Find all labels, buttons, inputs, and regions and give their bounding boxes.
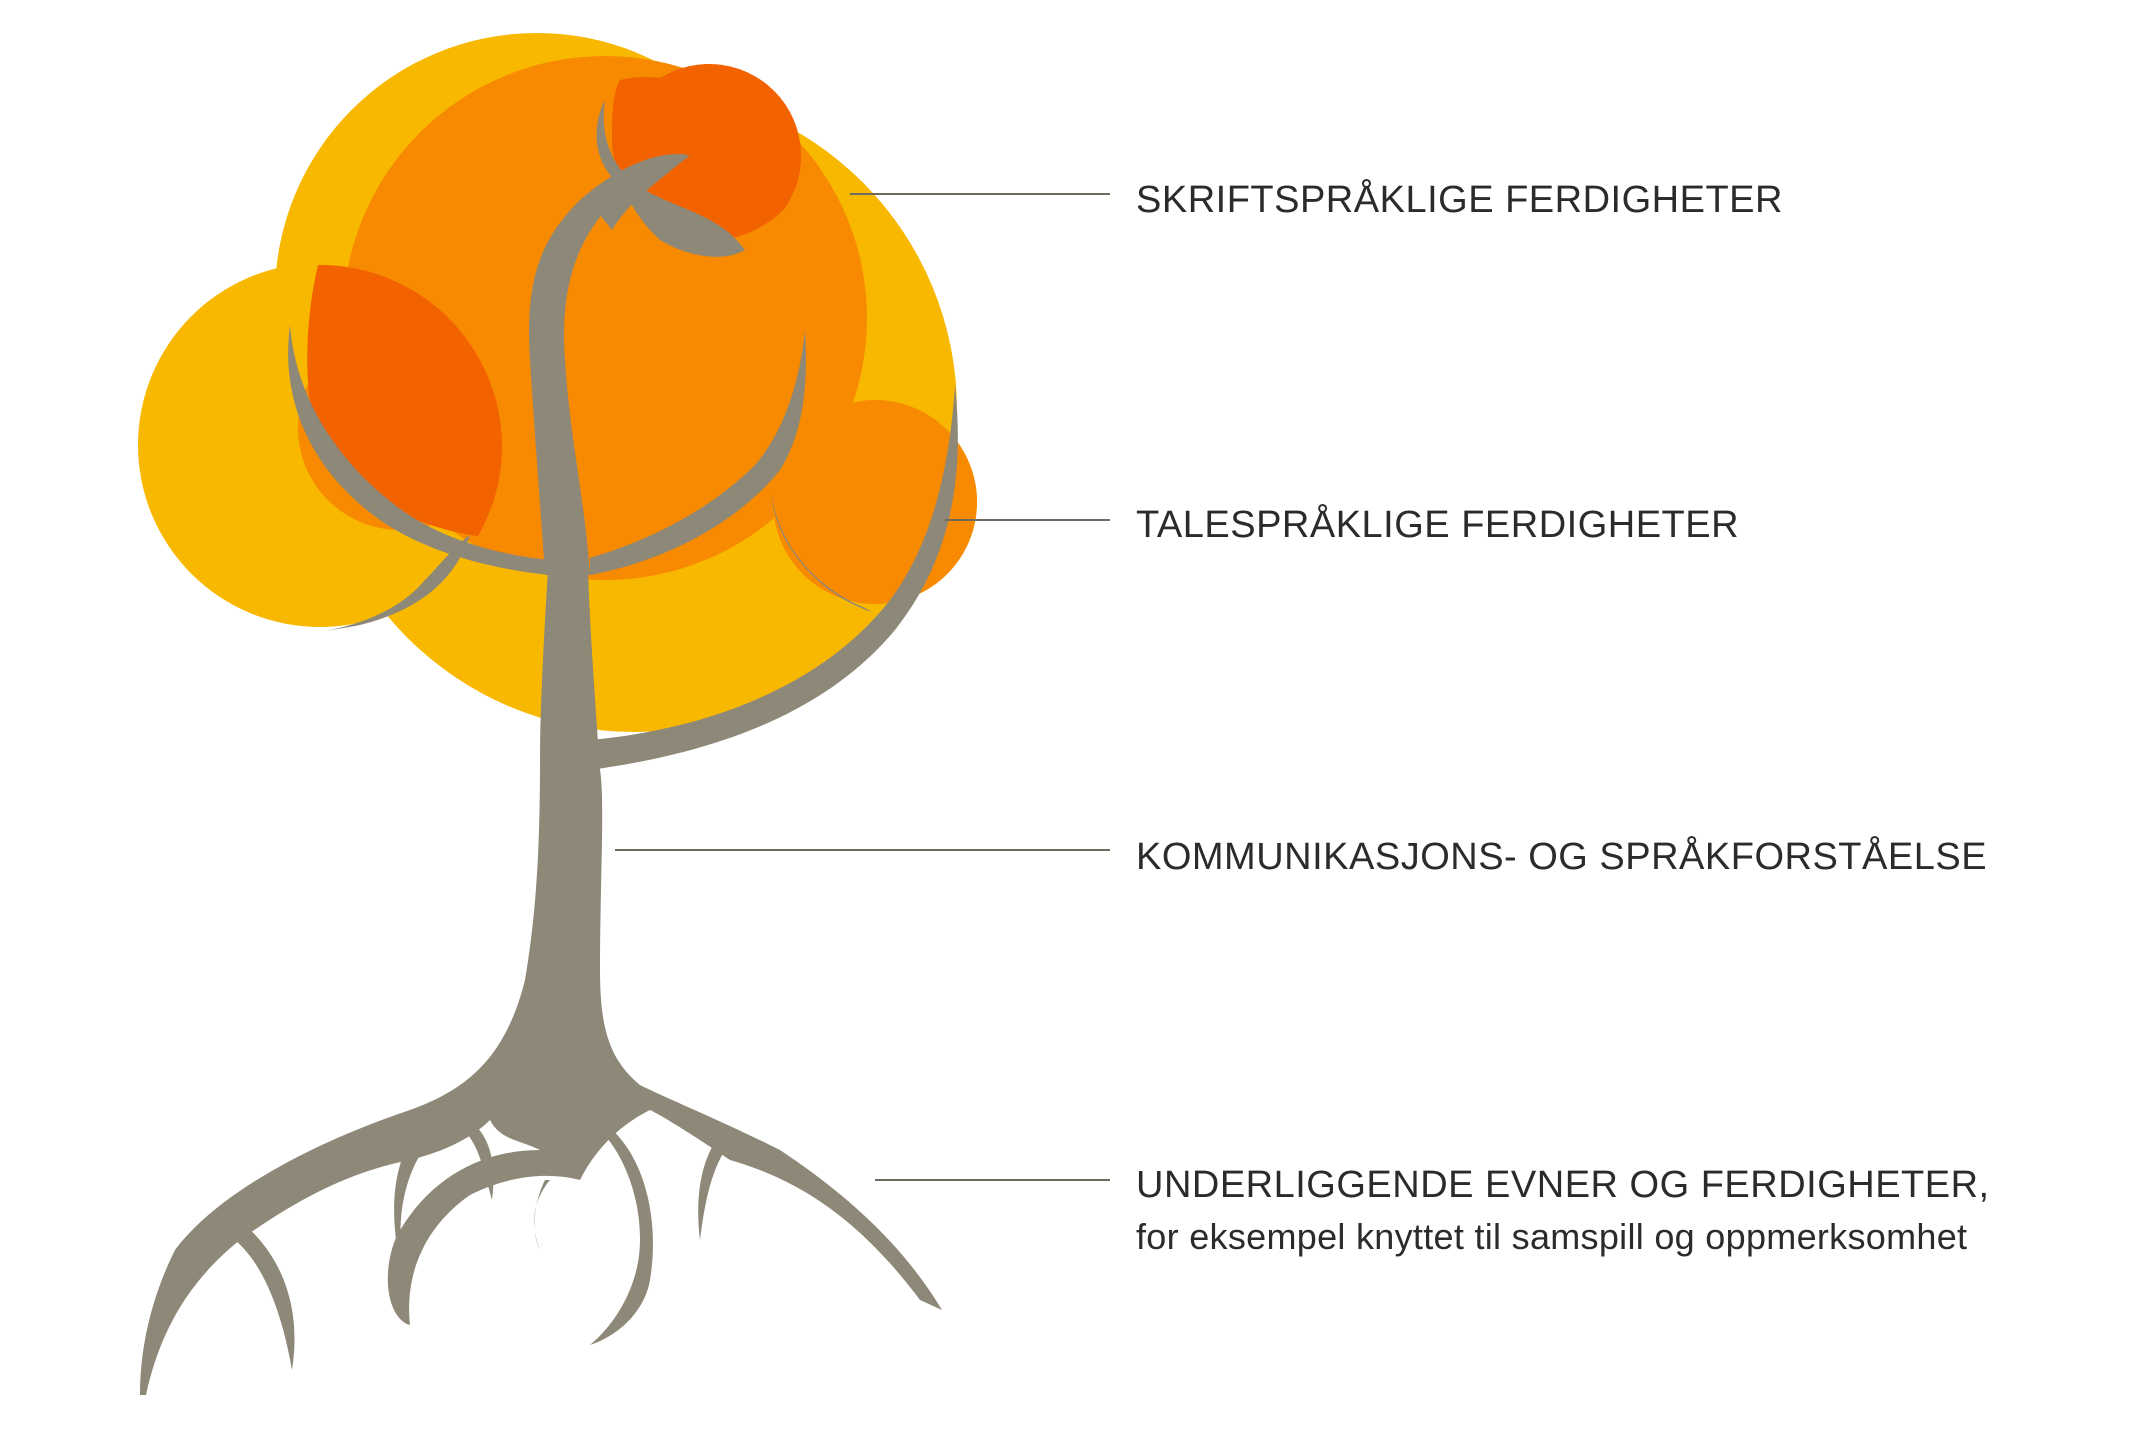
root-curl-3	[468, 1125, 494, 1200]
root-curl-6	[698, 1135, 732, 1240]
branch-top-curl	[596, 100, 745, 257]
root-curl-4	[590, 1120, 653, 1345]
root-curl-5	[534, 1180, 550, 1250]
label-underlying-subtitle: for eksempel knyttet til samspill og opp…	[1136, 1216, 1968, 1257]
root-curl-1	[235, 1225, 295, 1370]
branch-right-arc	[590, 330, 806, 575]
overlap-top	[620, 63, 802, 208]
leader-lines	[615, 193, 1110, 1181]
label-communication: KOMMUNIKASJONS- OG SPRÅKFORSTÅELSE	[1136, 836, 1988, 878]
label-spoken-skills: TALESPRÅKLIGE FERDIGHETER	[1136, 504, 1740, 546]
branch-top-line	[600, 155, 690, 230]
trunk-body	[140, 570, 942, 1395]
root-curl-2	[394, 1130, 430, 1300]
trunk	[140, 100, 958, 1395]
label-written-skills: SKRIFTSPRÅKLIGE FERDIGHETER	[1136, 179, 1783, 221]
branch-left-lower	[320, 535, 470, 632]
branch-right-big	[590, 385, 958, 770]
branch-left-arc	[288, 325, 550, 575]
label-underlying-title: UNDERLIGGENDE EVNER OG FERDIGHETER,	[1136, 1164, 1990, 1206]
branch-central	[529, 154, 688, 575]
overlap-left	[307, 264, 503, 536]
